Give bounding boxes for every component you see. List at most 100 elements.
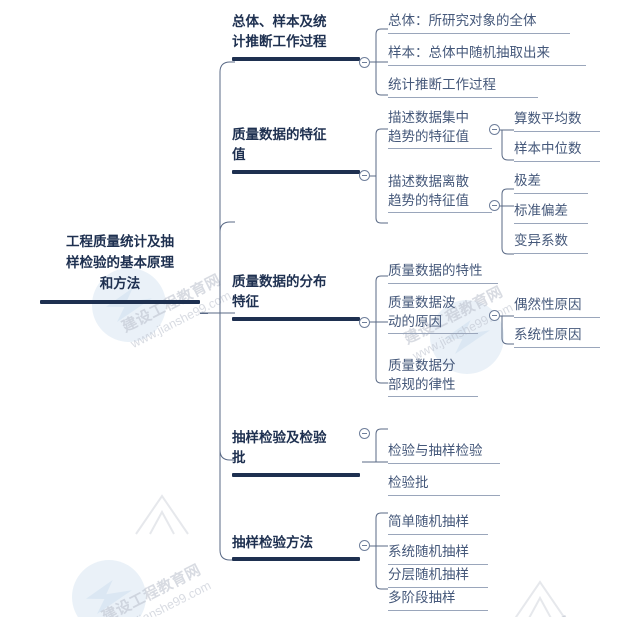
leaf-node-1-1-label: 总体：所研究对象的全体 bbox=[388, 13, 537, 28]
watermark-text: 建设工程教育网 www.jianshe99.com bbox=[468, 610, 583, 617]
sub-node-3-2-label: 质量数据波 动的原因 bbox=[388, 295, 456, 329]
leaf-node-2-2-2-label: 标准偏差 bbox=[514, 203, 568, 218]
watermark-corner-icon bbox=[514, 580, 566, 617]
watermark-brand: 建设工程教育网 bbox=[469, 613, 573, 617]
leaf-node-2-1-2-label: 样本中位数 bbox=[514, 141, 582, 156]
leaf-node-3-1[interactable]: 质量数据的特性 bbox=[388, 262, 498, 284]
leaf-node-3-1-label: 质量数据的特性 bbox=[388, 263, 483, 278]
sub-node-2-2[interactable]: 描述数据离散 趋势的特征值 bbox=[388, 173, 492, 214]
branch-node-1[interactable]: 总体、样本及统 计推断工作过程 bbox=[232, 12, 360, 61]
leaf-node-1-2-underline bbox=[388, 64, 586, 66]
leaf-node-5-4-label: 多阶段抽样 bbox=[388, 590, 456, 605]
branch-node-3-underline bbox=[232, 316, 360, 321]
root-node[interactable]: 工程质量统计及抽 样检验的基本原理 和方法 bbox=[40, 232, 200, 304]
watermark-logo-icon bbox=[72, 560, 146, 617]
watermark-corner-icon bbox=[135, 494, 189, 535]
leaf-node-4-2[interactable]: 检验批 bbox=[388, 474, 500, 496]
branch-node-3[interactable]: 质量数据的分布 特征 bbox=[232, 272, 360, 321]
branch-node-4-label: 抽样检验及检验 批 bbox=[232, 430, 327, 466]
branch-node-2-label: 质量数据的特征 值 bbox=[232, 127, 327, 163]
leaf-node-2-1-2-underline bbox=[514, 160, 600, 162]
branch-node-3-label: 质量数据的分布 特征 bbox=[232, 274, 327, 310]
leaf-node-5-2[interactable]: 系统随机抽样 bbox=[388, 543, 488, 565]
leaf-node-5-3[interactable]: 分层随机抽样 bbox=[388, 566, 488, 588]
leaf-node-5-2-label: 系统随机抽样 bbox=[388, 544, 469, 559]
leaf-node-2-1-1[interactable]: 算数平均数 bbox=[514, 110, 600, 132]
leaf-node-2-2-2-underline bbox=[514, 222, 588, 224]
collapse-toggle-branch-1[interactable] bbox=[359, 57, 370, 68]
leaf-node-4-1-label: 检验与抽样检验 bbox=[388, 443, 483, 458]
connector-branch-3 bbox=[362, 275, 388, 385]
leaf-node-1-3-label: 统计推断工作过程 bbox=[388, 77, 496, 92]
leaf-node-1-3[interactable]: 统计推断工作过程 bbox=[388, 76, 538, 98]
leaf-node-5-1-underline bbox=[388, 533, 488, 535]
collapse-toggle-branch-2[interactable] bbox=[359, 170, 370, 181]
leaf-node-2-2-1-label: 极差 bbox=[514, 173, 541, 188]
leaf-node-3-2-1-underline bbox=[514, 316, 600, 318]
leaf-node-5-3-underline bbox=[388, 586, 488, 588]
leaf-node-3-1-underline bbox=[388, 282, 498, 284]
collapse-toggle-sub-3b[interactable] bbox=[489, 310, 500, 321]
sub-node-3-2-underline bbox=[388, 333, 478, 335]
leaf-node-2-2-3-label: 变异系数 bbox=[514, 233, 568, 248]
branch-node-2-underline bbox=[232, 169, 360, 174]
leaf-node-2-1-1-underline bbox=[514, 130, 600, 132]
leaf-node-4-1[interactable]: 检验与抽样检验 bbox=[388, 442, 500, 464]
leaf-node-5-4-underline bbox=[388, 609, 488, 611]
leaf-node-2-1-1-label: 算数平均数 bbox=[514, 111, 582, 126]
collapse-toggle-sub-2b[interactable] bbox=[489, 200, 500, 211]
collapse-toggle-branch-4[interactable] bbox=[359, 428, 370, 439]
branch-node-5[interactable]: 抽样检验方法 bbox=[232, 533, 360, 562]
branch-node-5-underline bbox=[232, 557, 360, 562]
watermark-url: www.jianshe99.com bbox=[108, 578, 214, 617]
root-node-underline bbox=[40, 299, 200, 304]
sub-node-2-2-label: 描述数据离散 趋势的特征值 bbox=[388, 174, 469, 208]
connector-root-stem bbox=[200, 313, 208, 314]
leaf-node-2-2-3-underline bbox=[514, 252, 588, 254]
leaf-node-3-2-2[interactable]: 系统性原因 bbox=[514, 326, 600, 348]
sub-node-2-1-label: 描述数据集中 趋势的特征值 bbox=[388, 110, 469, 144]
leaf-node-2-1-2[interactable]: 样本中位数 bbox=[514, 140, 600, 162]
collapse-toggle-branch-5[interactable] bbox=[359, 540, 370, 551]
leaf-node-1-3-underline bbox=[388, 96, 538, 98]
sub-node-2-1-underline bbox=[388, 148, 492, 150]
leaf-node-5-1[interactable]: 简单随机抽样 bbox=[388, 513, 488, 535]
collapse-toggle-sub-2a[interactable] bbox=[489, 124, 500, 135]
leaf-node-5-3-label: 分层随机抽样 bbox=[388, 567, 469, 582]
collapse-toggle-branch-3[interactable] bbox=[359, 317, 370, 328]
watermark-brand: 建设工程教育网 bbox=[99, 561, 204, 617]
leaf-node-3-2-2-underline bbox=[514, 346, 600, 348]
leaf-node-2-2-1[interactable]: 极差 bbox=[514, 172, 588, 194]
leaf-node-3-3[interactable]: 质量数据分 部规的律性 bbox=[388, 357, 478, 398]
connector-root-spine bbox=[200, 60, 235, 614]
watermark-text: 建设工程教育网 www.jianshe99.com bbox=[98, 558, 213, 617]
leaf-node-4-1-underline bbox=[388, 462, 500, 464]
branch-node-1-label: 总体、样本及统 计推断工作过程 bbox=[232, 14, 327, 50]
sub-node-2-2-underline bbox=[388, 212, 492, 214]
leaf-node-3-3-underline bbox=[388, 396, 478, 398]
root-node-label: 工程质量统计及抽 样检验的基本原理 和方法 bbox=[66, 234, 174, 291]
leaf-node-5-1-label: 简单随机抽样 bbox=[388, 514, 469, 529]
branch-node-5-label: 抽样检验方法 bbox=[232, 535, 313, 550]
leaf-node-2-2-3[interactable]: 变异系数 bbox=[514, 232, 588, 254]
sub-node-3-2[interactable]: 质量数据波 动的原因 bbox=[388, 294, 478, 335]
leaf-node-3-2-2-label: 系统性原因 bbox=[514, 327, 582, 342]
leaf-node-1-1[interactable]: 总体：所研究对象的全体 bbox=[388, 12, 570, 34]
sub-node-2-1[interactable]: 描述数据集中 趋势的特征值 bbox=[388, 109, 492, 150]
leaf-node-1-2[interactable]: 样本：总体中随机抽取出来 bbox=[388, 44, 586, 66]
leaf-node-3-2-1-label: 偶然性原因 bbox=[514, 297, 582, 312]
leaf-node-4-2-label: 检验批 bbox=[388, 475, 429, 490]
leaf-node-2-2-2[interactable]: 标准偏差 bbox=[514, 202, 588, 224]
connector-sub-2b bbox=[492, 188, 514, 256]
branch-node-1-underline bbox=[232, 56, 360, 61]
connector-branch-5 bbox=[362, 512, 388, 592]
leaf-node-5-4[interactable]: 多阶段抽样 bbox=[388, 589, 488, 611]
branch-node-2[interactable]: 质量数据的特征 值 bbox=[232, 125, 360, 174]
leaf-node-5-2-underline bbox=[388, 563, 488, 565]
leaf-node-2-2-1-underline bbox=[514, 192, 588, 194]
leaf-node-1-1-underline bbox=[388, 32, 570, 34]
branch-node-4[interactable]: 抽样检验及检验 批 bbox=[232, 428, 360, 477]
leaf-node-3-2-1[interactable]: 偶然性原因 bbox=[514, 296, 600, 318]
branch-node-4-underline bbox=[232, 472, 360, 477]
